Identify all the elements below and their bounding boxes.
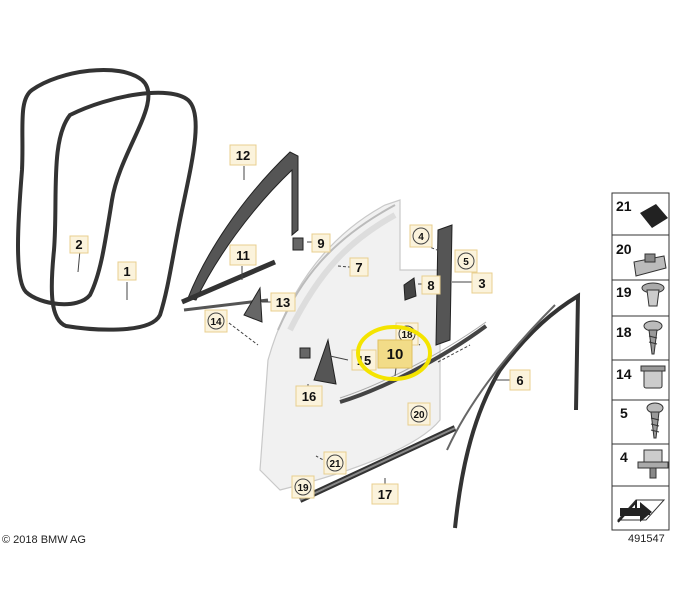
svg-text:20: 20	[616, 241, 632, 257]
svg-text:16: 16	[302, 389, 316, 404]
svg-text:21: 21	[616, 198, 632, 214]
clip-nut-icon	[637, 449, 669, 479]
svg-text:21: 21	[329, 459, 341, 470]
svg-text:2: 2	[75, 237, 82, 252]
callout-5: 5	[454, 249, 478, 273]
bracket-8	[403, 277, 417, 301]
svg-text:10: 10	[387, 346, 404, 363]
callout-20: 20	[407, 402, 431, 426]
belt-trim-11	[181, 259, 276, 305]
clip-icon	[640, 365, 666, 389]
push-rivet-icon	[641, 282, 665, 307]
frame-seal-6-inner	[446, 304, 556, 451]
svg-text:9: 9	[317, 236, 324, 251]
diagram-number: 491547	[628, 533, 665, 545]
screw-icon	[646, 402, 664, 439]
fastener-legend: 21 20 19 18 14 5	[611, 192, 670, 531]
svg-text:8: 8	[427, 278, 434, 293]
callout-9: 9	[311, 233, 331, 253]
callout-3: 3	[471, 272, 493, 294]
callout-17: 17	[371, 483, 399, 505]
window-channel-10	[339, 324, 488, 404]
pillar-panel-3	[435, 224, 453, 346]
svg-text:14: 14	[210, 317, 222, 328]
callout-13: 13	[270, 292, 296, 312]
svg-text:14: 14	[616, 366, 632, 382]
callout-6: 6	[509, 369, 531, 391]
triangle-cover-13	[243, 286, 263, 323]
foam-pad-icon	[640, 204, 668, 228]
callout-7: 7	[349, 257, 369, 277]
svg-text:11: 11	[236, 248, 250, 263]
svg-text:19: 19	[297, 483, 309, 494]
svg-text:1: 1	[123, 264, 130, 279]
svg-text:5: 5	[620, 405, 628, 421]
door-seal-inner	[49, 90, 198, 332]
rocker-strip-17-inner	[299, 427, 456, 501]
svg-text:7: 7	[355, 260, 362, 275]
mirror-triangle-16	[313, 338, 337, 385]
callout-16: 16	[295, 385, 323, 407]
svg-text:4: 4	[418, 232, 424, 243]
svg-text:5: 5	[463, 257, 469, 268]
screw-icon	[643, 320, 663, 355]
highlight-ring	[356, 325, 432, 381]
bracket-15	[299, 347, 311, 359]
callout-14: 14	[204, 309, 228, 333]
svg-text:13: 13	[276, 295, 290, 310]
clip-nut-icon	[633, 253, 667, 277]
callout-1: 1	[117, 261, 137, 281]
bracket-9	[292, 237, 304, 251]
window-frame-strip	[277, 204, 396, 331]
pillar-trim-12	[187, 151, 299, 301]
svg-text:19: 19	[616, 284, 632, 300]
callout-11: 11	[229, 244, 257, 266]
callout-19: 19	[291, 475, 315, 499]
svg-text:17: 17	[378, 487, 392, 502]
svg-text:18: 18	[616, 324, 632, 340]
door-seal-outer	[16, 68, 151, 307]
copyright-text: © 2018 BMW AG	[2, 534, 86, 546]
callout-8: 8	[421, 275, 441, 295]
callout-21: 21	[323, 451, 347, 475]
callout-12: 12	[229, 144, 257, 166]
callout-10-highlighted: 10	[377, 339, 413, 369]
svg-text:18: 18	[401, 330, 413, 341]
direction-arrow-icon	[616, 499, 666, 523]
callout-4: 4	[409, 224, 433, 248]
svg-text:4: 4	[620, 449, 628, 465]
svg-text:3: 3	[478, 276, 485, 291]
svg-text:20: 20	[413, 410, 425, 421]
frame-seal-6	[453, 292, 581, 529]
svg-text:6: 6	[516, 373, 523, 388]
callout-2: 2	[69, 235, 89, 254]
svg-text:12: 12	[236, 148, 250, 163]
